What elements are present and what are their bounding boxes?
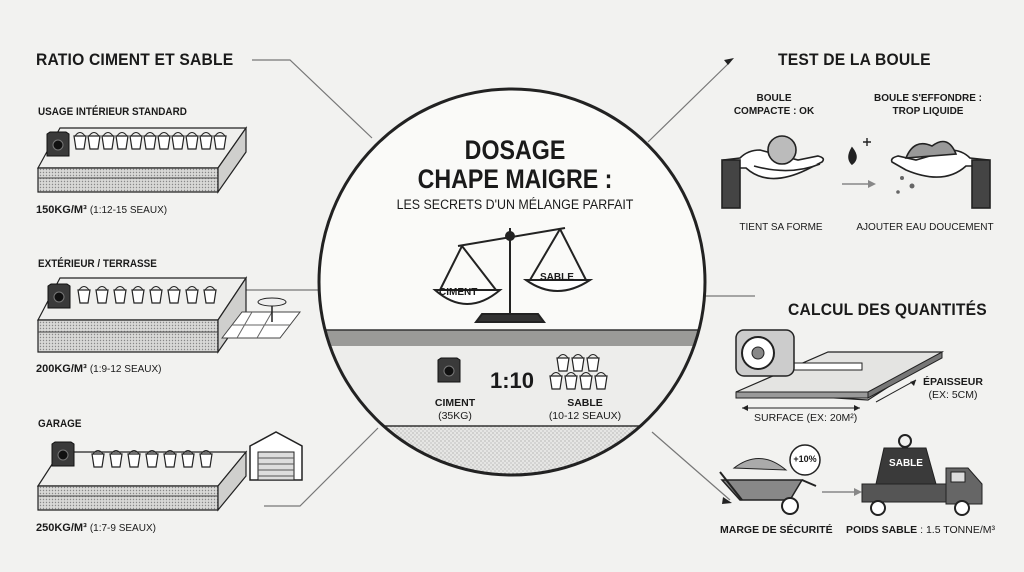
left-section-title: RATIO CIMENT ET SABLE (36, 50, 234, 69)
center-title-block: DOSAGE CHAPE MAIGRE : LES SECRETS D'UN M… (380, 135, 650, 213)
scale-left-label: CIMENT (439, 287, 478, 298)
title-line-2: CHAPE MAIGRE : (417, 164, 613, 194)
margin-badge: +10% (793, 454, 817, 464)
exterieur-heading: EXTÉRIEUR / TERRASSE (38, 258, 157, 270)
ratio-label: 1:10 (490, 368, 535, 393)
garage-dosage: 250KG/M³ (1:7-9 SEAUX) (36, 522, 156, 534)
sable-caption: SABLE (10-12 SEAUX) (548, 397, 622, 422)
test-section-title: TEST DE LA BOULE (778, 50, 931, 69)
epaisseur-label: ÉPAISSEUR (EX: 5CM) (923, 376, 983, 401)
scale-right-label: SABLE (540, 272, 574, 283)
surface-label: SURFACE (EX: 20M²) (754, 412, 858, 424)
boule-liquide-caption: AJOUTER EAU DOUCEMENT (856, 222, 994, 233)
poids-sable-label: POIDS SABLE : 1.5 TONNE/M³ (846, 524, 995, 536)
truck-load-label: SABLE (889, 458, 923, 469)
usage-interieur-heading: USAGE INTÉRIEUR STANDARD (38, 106, 187, 118)
center-subtitle: LES SECRETS D'UN MÉLANGE PARFAIT (396, 197, 634, 212)
ciment-caption: CIMENT (35KG) (434, 397, 476, 422)
title-line-1: DOSAGE (464, 135, 566, 165)
marge-securite-label: MARGE DE SÉCURITÉ (720, 524, 833, 536)
usage-interieur-dosage: 150KG/M³ (1:12-15 SEAUX) (36, 204, 168, 216)
garage-heading: GARAGE (38, 418, 82, 430)
exterieur-dosage: 200KG/M³ (1:9-12 SEAUX) (36, 363, 162, 375)
boule-ok-title: BOULE COMPACTE : OK (733, 93, 815, 117)
calc-section-title: CALCUL DES QUANTITÉS (788, 300, 987, 319)
boule-liquide-title: BOULE S'EFFONDRE : TROP LIQUIDE (874, 93, 982, 117)
boule-ok-caption: TIENT SA FORME (739, 222, 823, 233)
